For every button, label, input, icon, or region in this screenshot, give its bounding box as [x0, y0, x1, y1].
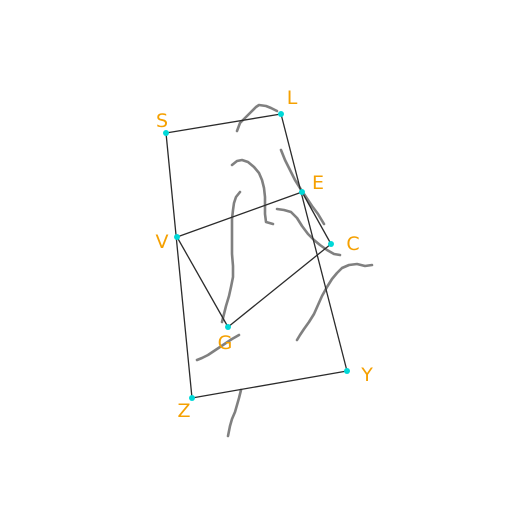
scribble-stroke-3 [220, 190, 242, 324]
scribble-strokes [195, 103, 374, 438]
vertex-label-g: G [218, 332, 233, 354]
vertex-c [328, 241, 334, 247]
vertex-s [163, 130, 169, 136]
vertex-e [299, 189, 305, 195]
vertex-label-c: C [346, 233, 359, 255]
edge-l-y [280, 113, 348, 372]
scribble-stroke-8 [226, 388, 243, 438]
edge-e-c [301, 191, 332, 245]
edge-s-l [165, 113, 282, 134]
vertex-l [278, 111, 284, 117]
vertex-z [189, 395, 195, 401]
scribble-stroke-5 [275, 207, 342, 257]
diagram-edges [165, 113, 348, 399]
edge-c-g [227, 243, 332, 328]
scribble-stroke-6 [295, 262, 374, 342]
scribble-stroke-7 [195, 333, 241, 362]
diagram-vertex-labels: S L E C V G Y Z [156, 87, 374, 422]
edge-z-s [165, 132, 193, 399]
vertex-label-y: Y [360, 364, 373, 386]
vertex-g [225, 324, 231, 330]
scribble-stroke-2 [230, 158, 275, 226]
edge-y-z [191, 370, 348, 399]
vertex-label-v: V [156, 231, 169, 253]
vertex-v [174, 234, 180, 240]
vertex-label-e: E [312, 172, 324, 194]
vertex-label-s: S [156, 110, 168, 132]
vertex-label-z: Z [177, 400, 190, 422]
diagram-vertices [163, 111, 350, 401]
edge-g-v [176, 236, 229, 328]
edge-v-e [176, 191, 303, 238]
vertex-label-l: L [287, 87, 298, 109]
vertex-y [344, 368, 350, 374]
